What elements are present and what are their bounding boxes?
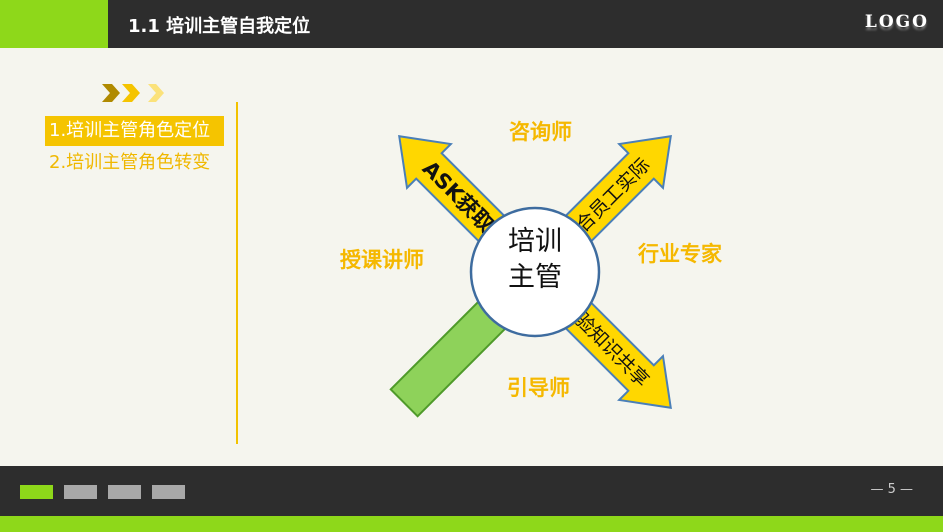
footer-square-active (20, 485, 53, 499)
footer-square (64, 485, 97, 499)
footer-green-strip (0, 516, 943, 532)
chevron-arrows-icon (102, 84, 164, 102)
role-facilitator: 引导师 (507, 376, 570, 400)
header-bar: 1.1 培训主管自我定位 LOGO (0, 0, 943, 48)
footer-square (152, 485, 185, 499)
nav-item-role-transition[interactable]: 2.培训主管角色转变 (49, 152, 211, 173)
center-circle (469, 206, 601, 338)
role-industry-expert: 行业专家 (638, 242, 722, 266)
slide-title: 1.1 培训主管自我定位 (128, 16, 311, 37)
divider-line (236, 102, 238, 444)
footer-bar: — 5 — (0, 466, 943, 516)
nav-item-role-positioning[interactable]: 1.培训主管角色定位 (45, 116, 224, 146)
role-lecturer: 授课讲师 (340, 248, 424, 272)
logo: LOGO (864, 12, 929, 32)
center-label-line1: 培训 (508, 226, 562, 257)
role-diagram: ASK获取 结合员工实际 经验知识共享 培训 主管 (389, 135, 672, 418)
role-consultant: 咨询师 (509, 120, 572, 144)
footer-square (108, 485, 141, 499)
center-label-line2: 主管 (508, 262, 562, 293)
page-number: — 5 — (870, 482, 913, 497)
header-accent-block (0, 0, 108, 48)
